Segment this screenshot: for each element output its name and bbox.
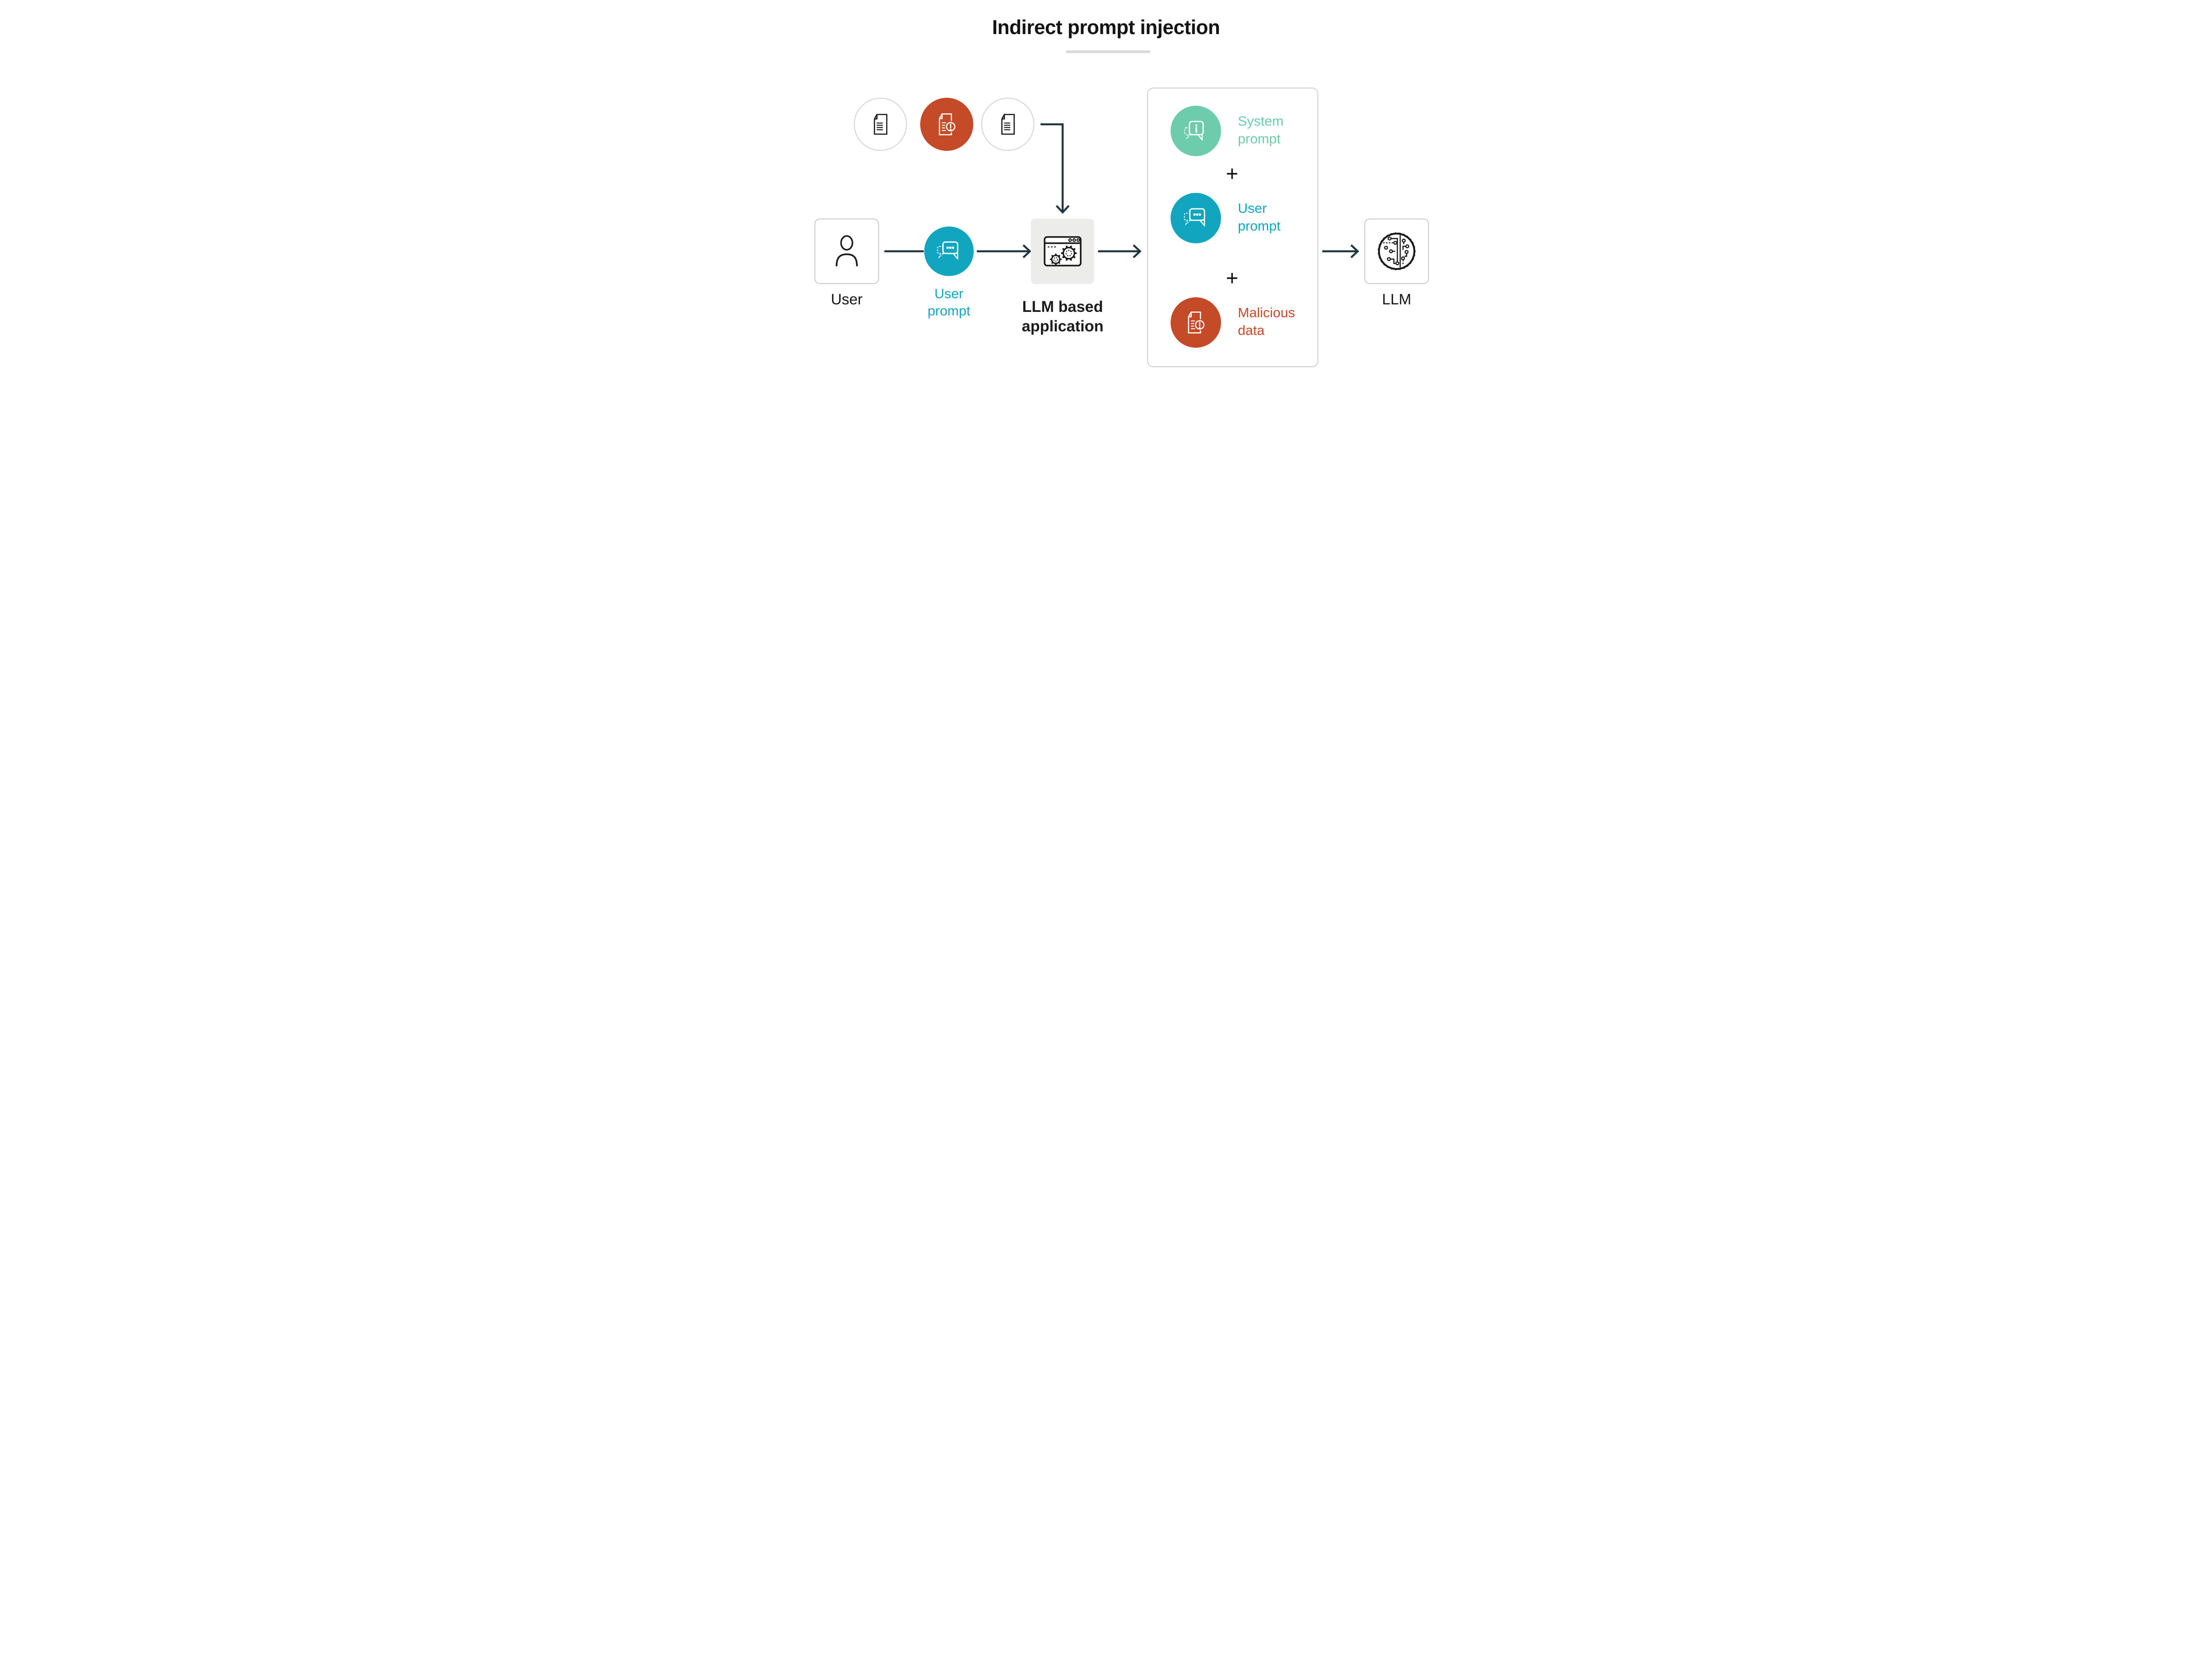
user-label: User: [831, 291, 863, 308]
arrows-overlay: [884, 123, 1359, 258]
plus-sign-1: +: [1225, 162, 1239, 186]
document-circle-2: [981, 98, 1034, 151]
llm-box: [1364, 219, 1429, 284]
llm-app-box: [1031, 219, 1094, 284]
arrow-documents-to-llm-app: [1041, 123, 1070, 214]
plus-sign-2: +: [1225, 266, 1239, 290]
user-prompt-circle: [924, 227, 974, 276]
context-panel: System prompt + User prompt +: [1147, 88, 1318, 367]
user-box: [814, 219, 879, 284]
document-circle-malicious: [920, 98, 973, 151]
person-icon: [836, 235, 858, 266]
malicious-data-label: Malicious data: [1238, 305, 1295, 338]
page-title: Indirect prompt injection: [992, 16, 1220, 38]
user-prompt-label: User prompt: [927, 286, 971, 319]
user-prompt-panel-label: User prompt: [1238, 200, 1281, 234]
title-underline: [1066, 50, 1150, 53]
arrow-context-panel-to-llm: [1322, 244, 1359, 258]
user-prompt-panel-circle: [1171, 193, 1221, 243]
malicious-data-circle: [1171, 297, 1221, 348]
document-warning-icon: [1188, 311, 1206, 334]
diagram-canvas: Indirect prompt injection: [752, 0, 1460, 398]
document-icon: [1001, 114, 1015, 135]
chat-dots-icon: [1184, 208, 1206, 227]
info-chat-icon: [1184, 121, 1204, 141]
chat-dots-icon: [937, 241, 959, 260]
system-prompt-circle: [1171, 106, 1221, 156]
document-icon: [874, 114, 887, 135]
document-warning-icon: [939, 113, 956, 135]
circuit-brain-icon: [1378, 232, 1416, 270]
browser-gears-icon: [1043, 236, 1082, 267]
arrow-user-prompt-to-llm-app: [977, 244, 1032, 258]
system-prompt-label: System prompt: [1238, 113, 1284, 147]
arrow-llm-app-to-context-panel: [1098, 244, 1142, 258]
document-circle-1: [854, 98, 907, 151]
llm-label: LLM: [1382, 291, 1412, 308]
llm-app-label: LLM based application: [1022, 298, 1104, 335]
